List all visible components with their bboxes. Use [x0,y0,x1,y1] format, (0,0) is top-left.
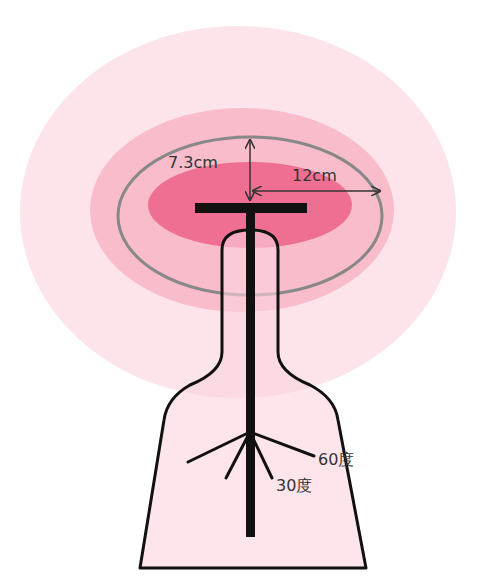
width-dimension [253,190,380,192]
height-dimension [249,140,251,200]
angle-label: 30度 [276,476,312,495]
branch-lines [188,432,314,478]
dimension-label: 12cm [292,166,337,185]
angle-label: 60度 [318,450,354,469]
dimension-label: 7.3cm [168,153,218,172]
stem [246,207,255,537]
